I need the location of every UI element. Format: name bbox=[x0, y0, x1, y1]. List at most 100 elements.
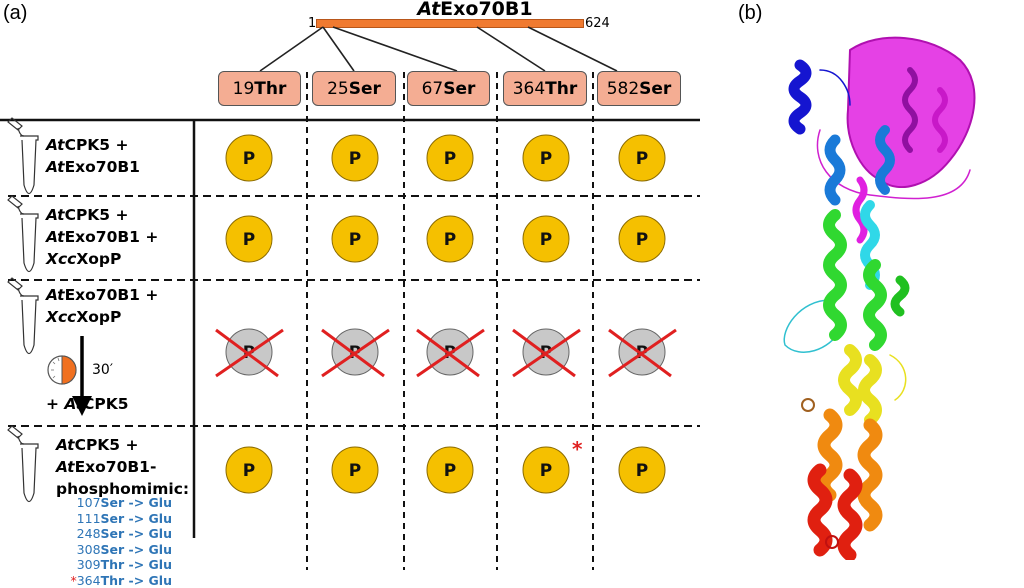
condition-3-label: AtExo70B1 +XccXopP bbox=[46, 284, 158, 328]
phospho-label: P bbox=[444, 230, 456, 250]
italic-text: Xcc bbox=[46, 308, 76, 326]
label-text: XopP bbox=[76, 250, 121, 268]
condition-line: AtExo70B1- bbox=[56, 456, 189, 478]
site-box-25ser: 25Ser bbox=[312, 71, 396, 106]
phosphorylated-marker: P bbox=[619, 216, 665, 262]
site-number: 582 bbox=[607, 79, 639, 99]
phosphorylated-marker: P bbox=[332, 135, 378, 181]
site-connectors bbox=[260, 27, 617, 71]
site-residue: Thr bbox=[254, 79, 286, 99]
protein-structure-image bbox=[760, 30, 990, 560]
not-phosphorylated-marker: P bbox=[417, 329, 484, 376]
structure-domain-yellow bbox=[844, 350, 906, 420]
phosphorylated-marker: P bbox=[427, 447, 473, 493]
phosphorylated-marker: P bbox=[619, 447, 665, 493]
italic-text: At bbox=[56, 458, 75, 476]
phosphorylated-marker: P bbox=[226, 135, 272, 181]
site-box-67ser: 67Ser bbox=[407, 71, 490, 106]
phospho-label: P bbox=[243, 149, 255, 169]
phospho-label: P bbox=[243, 230, 255, 250]
structure-domain-magenta bbox=[817, 38, 974, 240]
phosphorylated-marker: P bbox=[332, 216, 378, 262]
condition-line: AtCPK5 + bbox=[56, 434, 189, 456]
phospho-label: P bbox=[540, 461, 552, 481]
mutation-change: Thr -> Glu bbox=[101, 573, 172, 588]
tube-icon bbox=[8, 278, 38, 354]
site-box-582ser: 582Ser bbox=[597, 71, 681, 106]
mutation-item: 107Ser -> Glu bbox=[60, 495, 172, 511]
phosphorylated-marker: P* bbox=[523, 437, 583, 493]
phospho-label: P bbox=[243, 461, 255, 481]
label-text: CPK5 bbox=[83, 395, 129, 413]
condition-4-label: AtCPK5 +AtExo70B1-phosphomimic: bbox=[56, 434, 189, 500]
label-text: + bbox=[46, 395, 64, 413]
mutation-position: 111 bbox=[77, 511, 101, 526]
phospho-label: P bbox=[349, 230, 361, 250]
phospho-label: P bbox=[540, 230, 552, 250]
condition-1-label: AtCPK5 +AtExo70B1 bbox=[46, 134, 140, 178]
phospho-label: P bbox=[636, 461, 648, 481]
mutation-position: 364 bbox=[77, 573, 101, 588]
italic-text: At bbox=[46, 286, 65, 304]
condition-line: AtExo70B1 + bbox=[46, 226, 158, 248]
phospho-label: P bbox=[444, 149, 456, 169]
mutation-item: 111Ser -> Glu bbox=[60, 511, 172, 527]
connector-19thr bbox=[260, 27, 323, 71]
not-phosphorylated-marker: P bbox=[322, 329, 389, 376]
condition-line: AtCPK5 + bbox=[46, 204, 158, 226]
mutation-change: Ser -> Glu bbox=[101, 511, 172, 526]
site-box-19thr: 19Thr bbox=[218, 71, 301, 106]
site-residue: Thr bbox=[545, 79, 577, 99]
condition-line: XccXopP bbox=[46, 306, 158, 328]
incubation-time: 30′ bbox=[92, 362, 113, 378]
site-number: 25 bbox=[327, 79, 349, 99]
phospho-label: P bbox=[636, 149, 648, 169]
site-number: 364 bbox=[513, 79, 545, 99]
mutation-position: 308 bbox=[77, 542, 101, 557]
not-phosphorylated-marker: P bbox=[513, 329, 580, 376]
site-residue: Ser bbox=[443, 79, 475, 99]
phospho-circles: PPPPPPPPPPPPPPPPPPP*P bbox=[216, 135, 676, 493]
italic-text: At bbox=[46, 158, 65, 176]
phospho-label: P bbox=[349, 149, 361, 169]
italic-text: At bbox=[56, 436, 75, 454]
phosphorylated-marker: P bbox=[226, 216, 272, 262]
asterisk-marker: * bbox=[572, 437, 583, 461]
mutation-position: 107 bbox=[77, 495, 101, 510]
label-text: Exo70B1 + bbox=[65, 286, 159, 304]
condition-2-label: AtCPK5 +AtExo70B1 +XccXopP bbox=[46, 204, 158, 270]
mutation-change: Ser -> Glu bbox=[101, 542, 172, 557]
condition-line: AtExo70B1 + bbox=[46, 284, 158, 306]
italic-text: At bbox=[64, 395, 83, 413]
site-residue: Ser bbox=[349, 79, 381, 99]
connector-364thr bbox=[477, 27, 545, 71]
label-text: Exo70B1 + bbox=[65, 228, 159, 246]
site-box-364thr: 364Thr bbox=[503, 71, 587, 106]
phospho-label: P bbox=[444, 461, 456, 481]
structure-domain-blue bbox=[794, 65, 850, 129]
mutation-item: 308Ser -> Glu bbox=[60, 542, 172, 558]
italic-text: At bbox=[46, 136, 65, 154]
condition-line: XccXopP bbox=[46, 248, 158, 270]
tube-icons bbox=[8, 118, 38, 502]
phosphorylated-marker: P bbox=[523, 216, 569, 262]
phosphorylated-marker: P bbox=[226, 447, 272, 493]
site-number: 67 bbox=[422, 79, 444, 99]
label-text: CPK5 + bbox=[75, 436, 139, 454]
mutation-position: 248 bbox=[77, 526, 101, 541]
structure-domain-green bbox=[829, 215, 905, 345]
condition-line: AtCPK5 + bbox=[46, 134, 140, 156]
phosphorylated-marker: P bbox=[619, 135, 665, 181]
label-text: CPK5 + bbox=[65, 136, 129, 154]
connector-67ser bbox=[333, 27, 457, 71]
phospho-label: P bbox=[636, 230, 648, 250]
not-phosphorylated-marker: P bbox=[609, 329, 676, 376]
connector-582ser bbox=[528, 27, 617, 71]
site-number: 19 bbox=[233, 79, 255, 99]
italic-text: At bbox=[46, 206, 65, 224]
mutation-item: 248Ser -> Glu bbox=[60, 526, 172, 542]
structure-domain-red bbox=[814, 470, 856, 555]
panel-b-label: (b) bbox=[738, 2, 762, 25]
label-text: CPK5 + bbox=[65, 206, 129, 224]
